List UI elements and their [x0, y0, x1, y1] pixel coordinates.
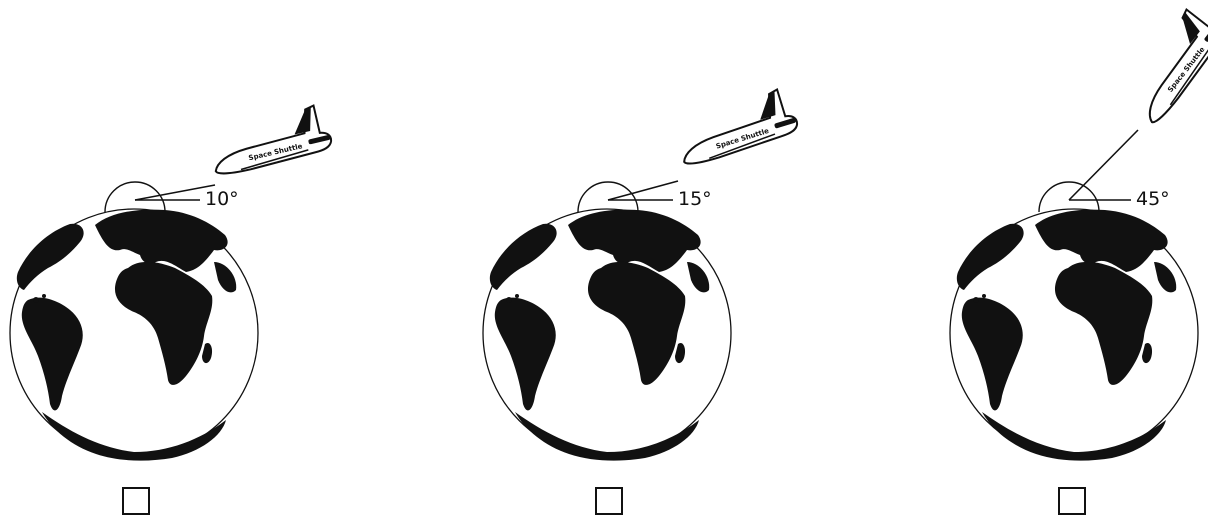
earth-globe-icon	[483, 209, 731, 461]
space-shuttle-icon: Space Shuttle	[1119, 2, 1208, 126]
panel-3-illustration: Space Shuttle	[806, 0, 1208, 518]
earth-globe-icon	[10, 209, 258, 461]
option-panel-3: Space Shuttle 45°	[806, 0, 1208, 518]
answer-checkbox-10-degrees[interactable]	[122, 487, 150, 515]
angle-label: 15°	[678, 190, 712, 209]
space-shuttle-icon: Space Shuttle	[206, 103, 333, 177]
space-shuttle-icon: Space Shuttle	[672, 87, 800, 168]
angle-label: 45°	[1136, 190, 1170, 209]
angle-arc	[578, 182, 638, 212]
earth-globe-icon	[950, 209, 1198, 461]
answer-checkbox-15-degrees[interactable]	[595, 487, 623, 515]
answer-checkbox-45-degrees[interactable]	[1058, 487, 1086, 515]
panel-1-illustration: Space Shuttle	[0, 0, 402, 518]
angle-arc	[105, 182, 165, 212]
angle-label: 10°	[205, 190, 239, 209]
trajectory-line	[135, 185, 215, 200]
option-panel-1: Space Shuttle 10°	[0, 0, 402, 518]
trajectory-line	[1069, 130, 1138, 200]
angle-arc	[1039, 182, 1099, 212]
